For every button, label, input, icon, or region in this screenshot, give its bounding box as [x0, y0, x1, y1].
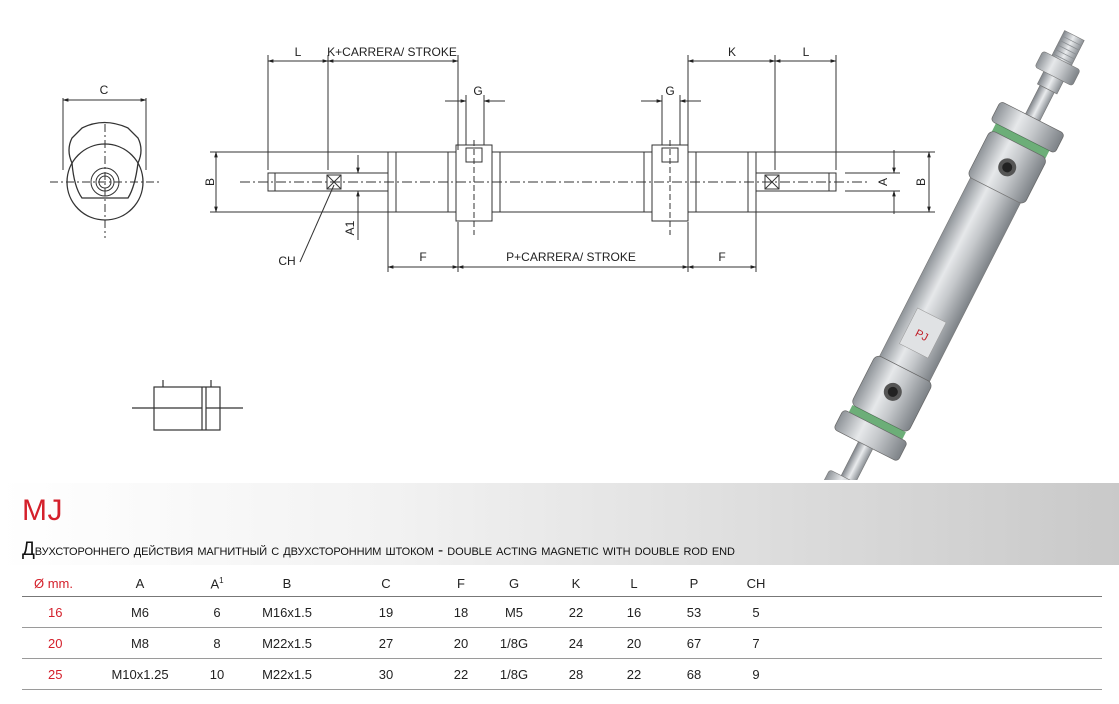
header-g: G	[486, 571, 542, 597]
cell-l: 16	[610, 596, 658, 628]
cell-k: 24	[542, 627, 610, 659]
cell-k: 28	[542, 658, 610, 690]
cell-g: 1/8G	[486, 658, 542, 690]
cell-b: M22x1.5	[238, 627, 336, 659]
dim-l-left: L	[295, 45, 302, 59]
side-view	[210, 55, 935, 272]
cell-c: 27	[336, 627, 436, 659]
model-title: MJ	[22, 494, 63, 527]
table-row: 20 M8 8 M22x1.5 27 20 1/8G 24 20 67 7	[22, 627, 1102, 659]
dim-ch: CH	[278, 254, 295, 268]
header-a1: A1	[196, 571, 238, 597]
brand-label: PJ	[899, 307, 947, 359]
cell-p: 68	[658, 658, 730, 690]
cell-a: M8	[84, 627, 196, 659]
pneumatic-symbol	[132, 380, 243, 431]
technical-drawing: C	[50, 30, 1085, 480]
cell-g: 1/8G	[486, 627, 542, 659]
front-view	[50, 98, 160, 238]
header-diameter: Ø mm.	[22, 571, 84, 597]
dim-a-right: A	[876, 178, 890, 186]
header-l: L	[610, 571, 658, 597]
header-b: B	[238, 571, 336, 597]
subtitle-text: вухстороннего действия магнитный с двухс…	[34, 542, 735, 559]
cell-l: 20	[610, 627, 658, 659]
dim-k-right: K	[728, 45, 736, 59]
model-subtitle: Двухстороннего действия магнитный с двух…	[22, 539, 735, 561]
cell-a1: 6	[196, 596, 238, 628]
cell-k: 22	[542, 596, 610, 628]
cell-spacer	[782, 658, 1102, 690]
cell-a1: 10	[196, 658, 238, 690]
header-k: K	[542, 571, 610, 597]
dim-k-stroke: K+CARRERA/ STROKE	[327, 45, 457, 59]
cell-diameter: 25	[22, 658, 84, 690]
cell-p: 67	[658, 627, 730, 659]
header-spacer	[782, 571, 1102, 597]
header-p: P	[658, 571, 730, 597]
cell-spacer	[782, 627, 1102, 659]
cell-b: M22x1.5	[238, 658, 336, 690]
dim-f-right: F	[718, 250, 725, 264]
table-row: 16 M6 6 M16x1.5 19 18 M5 22 16 53 5	[22, 596, 1102, 628]
title-banner	[0, 483, 1119, 565]
header-a: A	[84, 571, 196, 597]
subtitle-first-letter: Д	[22, 539, 35, 560]
dim-b-left: B	[203, 178, 217, 186]
dim-b-right: B	[914, 178, 928, 186]
header-c: C	[336, 571, 436, 597]
cell-f: 22	[436, 658, 486, 690]
cell-diameter: 20	[22, 627, 84, 659]
dimensions-table: Ø mm. A A1 B C F G K L P CH 16 M6 6 M16x…	[22, 571, 1102, 690]
cell-f: 20	[436, 627, 486, 659]
dim-c: C	[100, 83, 109, 97]
cell-ch: 7	[730, 627, 782, 659]
cell-a1: 8	[196, 627, 238, 659]
cell-spacer	[782, 596, 1102, 628]
cell-ch: 5	[730, 596, 782, 628]
table-row: 25 M10x1.25 10 M22x1.5 30 22 1/8G 28 22 …	[22, 658, 1102, 690]
cell-c: 19	[336, 596, 436, 628]
dim-f-left: F	[419, 250, 426, 264]
cell-ch: 9	[730, 658, 782, 690]
cell-p: 53	[658, 596, 730, 628]
brand-mark: PJ	[913, 327, 930, 344]
cell-l: 22	[610, 658, 658, 690]
dim-g-right: G	[665, 84, 674, 98]
dim-g-left: G	[473, 84, 482, 98]
cell-diameter: 16	[22, 596, 84, 628]
dim-a1: A1	[343, 220, 357, 235]
dim-l-right: L	[803, 45, 810, 59]
cell-a: M6	[84, 596, 196, 628]
header-f: F	[436, 571, 486, 597]
cell-c: 30	[336, 658, 436, 690]
table-header-row: Ø mm. A A1 B C F G K L P CH	[22, 571, 1102, 597]
cylinder-product-image: PJ	[822, 30, 1085, 480]
dim-p-stroke: P+CARRERA/ STROKE	[506, 250, 636, 264]
cell-b: M16x1.5	[238, 596, 336, 628]
header-ch: CH	[730, 571, 782, 597]
cell-f: 18	[436, 596, 486, 628]
cell-a: M10x1.25	[84, 658, 196, 690]
cell-g: M5	[486, 596, 542, 628]
